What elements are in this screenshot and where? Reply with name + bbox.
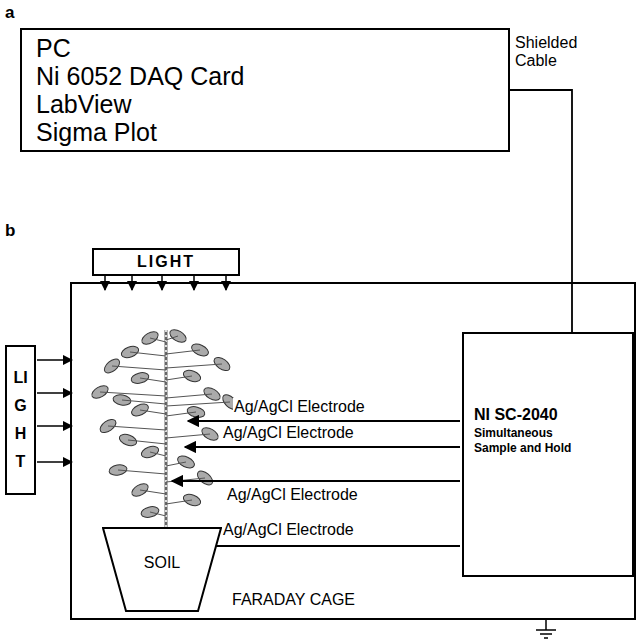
node-text: Sigma Plot [36, 118, 508, 146]
electrode-label: Ag/AgCl Electrode [233, 398, 366, 416]
node-text: NI SC-2040 [474, 406, 626, 424]
node-text: Ni 6052 DAQ Card [36, 62, 508, 90]
panel-letter: a [4, 4, 15, 22]
light-rays [37, 276, 226, 462]
ground-symbol [536, 620, 556, 638]
cable-label: Shielded Cable [514, 34, 586, 70]
node-text: Simultaneous Sample and Hold [474, 426, 584, 456]
node-text: FARADAY CAGE [232, 591, 355, 609]
node-text: LabView [36, 90, 508, 118]
pc-box: PCNi 6052 DAQ CardLabViewSigma Plot [20, 28, 510, 152]
node-text: LIGHT [13, 364, 29, 476]
light-box: LIGHT [92, 248, 240, 276]
light-box: LIGHT [5, 345, 36, 495]
shielded-cable [510, 90, 572, 332]
faraday-cage: NI SC-2040Simultaneous Sample and HoldSO… [70, 282, 636, 620]
electrode-label: Ag/AgCl Electrode [222, 521, 355, 539]
electrode-label: Ag/AgCl Electrode [222, 424, 355, 442]
electrode-label: Ag/AgCl Electrode [226, 486, 359, 504]
plant-drawing [90, 327, 240, 528]
node-text: SOIL [144, 554, 180, 572]
node-text: PC [36, 34, 508, 62]
sample-hold-box: NI SC-2040Simultaneous Sample and Hold [462, 332, 634, 577]
node-text: LIGHT [137, 253, 195, 271]
panel-letter: b [4, 222, 16, 240]
soil-pot: SOIL [102, 527, 222, 612]
